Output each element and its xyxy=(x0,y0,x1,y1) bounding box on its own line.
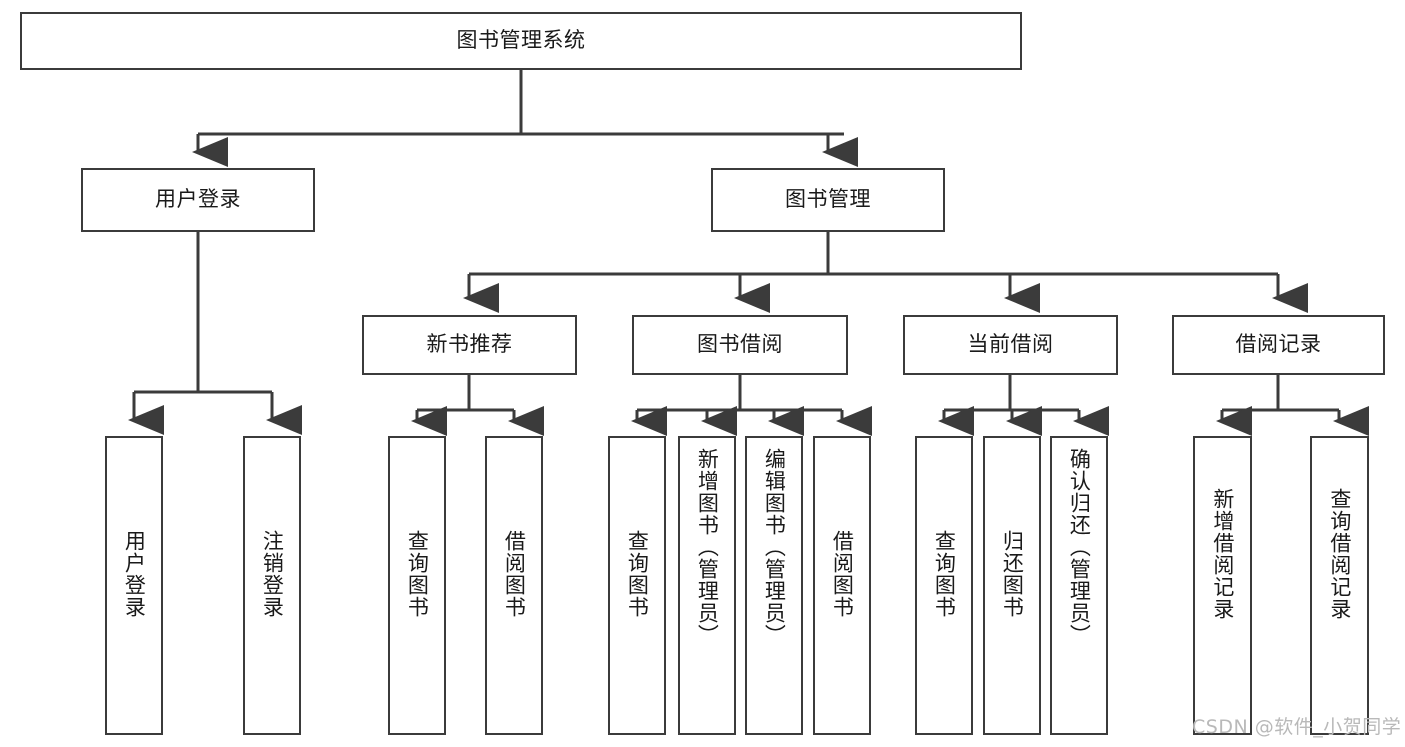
node-leaf-query-book-1-label: 查询图书 xyxy=(405,530,430,618)
node-leaf-query-book-1[interactable]: 查询图书 xyxy=(388,436,446,735)
node-user-login-label: 用户登录 xyxy=(155,187,241,212)
node-leaf-query-book-2[interactable]: 查询图书 xyxy=(608,436,666,735)
node-new-book-recommend[interactable]: 新书推荐 xyxy=(362,315,577,375)
node-leaf-edit-book[interactable]: 编辑图书（管理员） xyxy=(745,436,803,735)
node-current-borrow[interactable]: 当前借阅 xyxy=(903,315,1118,375)
node-leaf-confirm-return-label: 确认归还（管理员） xyxy=(1067,448,1092,646)
node-new-book-recommend-label: 新书推荐 xyxy=(426,332,513,357)
node-book-management-label: 图书管理 xyxy=(785,187,871,212)
node-leaf-query-book-2-label: 查询图书 xyxy=(625,530,650,618)
node-current-borrow-label: 当前借阅 xyxy=(967,332,1054,357)
node-leaf-add-book-label: 新增图书（管理员） xyxy=(695,448,720,646)
node-leaf-borrow-book-1[interactable]: 借阅图书 xyxy=(485,436,543,735)
node-borrow-record[interactable]: 借阅记录 xyxy=(1172,315,1385,375)
node-leaf-add-book[interactable]: 新增图书（管理员） xyxy=(678,436,736,735)
node-leaf-user-login[interactable]: 用户登录 xyxy=(105,436,163,735)
node-leaf-borrow-book-2[interactable]: 借阅图书 xyxy=(813,436,871,735)
node-leaf-confirm-return[interactable]: 确认归还（管理员） xyxy=(1050,436,1108,735)
node-leaf-query-record-label: 查询借阅记录 xyxy=(1327,488,1352,620)
node-leaf-logout-login[interactable]: 注销登录 xyxy=(243,436,301,735)
node-book-borrow[interactable]: 图书借阅 xyxy=(632,315,848,375)
node-leaf-query-book-3[interactable]: 查询图书 xyxy=(915,436,973,735)
node-leaf-edit-book-label: 编辑图书（管理员） xyxy=(762,448,787,646)
node-leaf-logout-login-label: 注销登录 xyxy=(260,530,285,618)
node-leaf-add-record[interactable]: 新增借阅记录 xyxy=(1193,436,1252,735)
node-leaf-add-record-label: 新增借阅记录 xyxy=(1210,488,1235,620)
node-user-login[interactable]: 用户登录 xyxy=(81,168,315,232)
node-leaf-query-book-3-label: 查询图书 xyxy=(932,530,957,618)
node-root[interactable]: 图书管理系统 xyxy=(20,12,1022,70)
node-book-borrow-label: 图书借阅 xyxy=(697,332,783,357)
node-leaf-return-book[interactable]: 归还图书 xyxy=(983,436,1041,735)
node-leaf-borrow-book-1-label: 借阅图书 xyxy=(502,530,527,618)
node-borrow-record-label: 借阅记录 xyxy=(1235,332,1322,357)
node-root-label: 图书管理系统 xyxy=(456,28,586,53)
node-leaf-return-book-label: 归还图书 xyxy=(1000,530,1025,618)
node-book-management[interactable]: 图书管理 xyxy=(711,168,945,232)
csdn-watermark: CSDN @软件_小贺同学 xyxy=(1192,716,1402,738)
node-leaf-borrow-book-2-label: 借阅图书 xyxy=(830,530,855,618)
node-leaf-user-login-label: 用户登录 xyxy=(122,530,147,618)
node-leaf-query-record[interactable]: 查询借阅记录 xyxy=(1310,436,1369,735)
